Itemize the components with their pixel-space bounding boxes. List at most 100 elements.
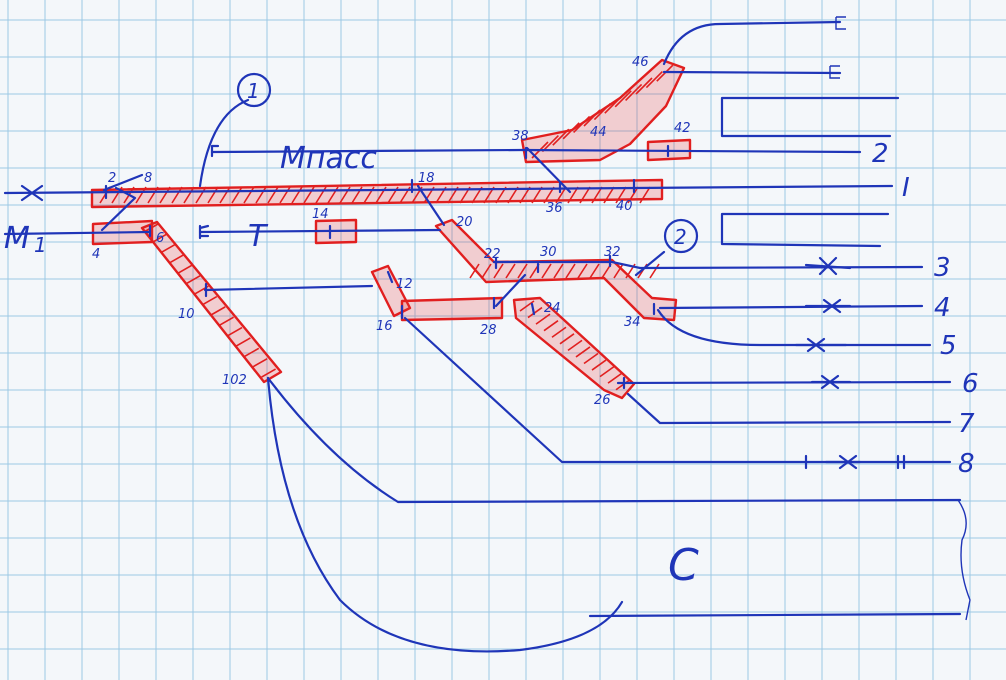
hatch-stroke <box>552 128 570 146</box>
switch-label-32: 32 <box>604 245 621 260</box>
siding-upper <box>720 96 900 138</box>
hatch-stroke <box>517 263 528 279</box>
hatch-stroke <box>243 186 255 204</box>
switch-label-8: 8 <box>144 171 152 186</box>
hatch-stroke <box>579 186 591 204</box>
stub-upper-2 <box>829 65 840 79</box>
track-4 <box>658 304 924 310</box>
hatch-stroke <box>649 263 660 279</box>
hatch-stroke <box>210 306 226 316</box>
track-I <box>3 184 894 195</box>
hatch-stroke <box>160 244 176 254</box>
hatch-stroke <box>551 326 567 338</box>
hatch-stroke <box>645 71 663 89</box>
switch-label-22: 22 <box>484 247 501 262</box>
track-number-I: I <box>902 173 910 203</box>
track-number-8: 8 <box>958 449 975 479</box>
circle-label-2: 2 <box>674 225 687 249</box>
hatch-stroke <box>535 313 551 325</box>
hatch-stroke <box>541 263 552 279</box>
hatch-stroke <box>135 186 147 204</box>
hatch-stroke <box>607 372 623 384</box>
switch-label-46: 46 <box>632 55 649 70</box>
hatch-stroke <box>614 90 632 108</box>
hatch-stroke <box>541 135 559 153</box>
switch-label-16: 16 <box>376 319 393 334</box>
station-label-t: T <box>248 219 269 254</box>
stub-upper-1 <box>835 16 846 30</box>
track-36 <box>525 146 572 194</box>
hatch-stroke <box>493 263 504 279</box>
track-46-lower <box>662 70 842 75</box>
hatch-stroke <box>553 263 564 279</box>
track-10-link <box>203 284 374 292</box>
end-stop-T <box>198 224 210 240</box>
hatch-stroke <box>255 186 267 204</box>
hatch-stroke <box>577 263 588 279</box>
hatch-stroke <box>185 275 201 285</box>
hatch-stroke <box>603 186 615 204</box>
end-stop-Mpass <box>210 144 220 158</box>
track-2 <box>520 148 862 154</box>
hatch-stroke <box>562 122 580 140</box>
track-number-7: 7 <box>958 409 975 439</box>
hatch-stroke <box>567 339 583 352</box>
hatch-stroke <box>656 64 674 82</box>
route-12-16 <box>370 264 412 318</box>
hatch-stroke <box>583 352 599 365</box>
track-46-upper <box>662 20 842 66</box>
switch-label-44: 44 <box>590 125 607 140</box>
switch-label-102: 102 <box>222 373 247 388</box>
switch-label-4: 4 <box>92 247 100 262</box>
track-number-3: 3 <box>934 253 951 283</box>
hatch-stroke <box>219 316 234 326</box>
switch-label-18: 18 <box>418 171 435 186</box>
switch-numbers: 2 8 4 6 10 102 14 12 16 18 20 22 28 24 2… <box>92 55 691 408</box>
hatch-stroke <box>168 254 184 264</box>
track-number-5: 5 <box>940 331 957 361</box>
hatch-stroke <box>635 77 653 95</box>
hatch-stroke <box>615 186 627 204</box>
route-16-28 <box>400 296 504 322</box>
track-22-28 <box>494 273 527 308</box>
track-C-lower <box>588 612 962 618</box>
track-number-6: 6 <box>962 369 979 399</box>
hatch-stroke <box>219 186 231 204</box>
hatch-stroke <box>183 186 195 204</box>
switch-label-30: 30 <box>540 245 557 260</box>
hatch-stroke <box>147 186 159 204</box>
hatch-stroke <box>575 346 591 358</box>
switch-label-26: 26 <box>594 393 611 408</box>
track-18-20 <box>416 184 446 227</box>
circle-label-1: 1 <box>247 79 260 103</box>
station-label-m-sub: 1 <box>34 233 47 257</box>
hatch-stroke <box>177 264 192 275</box>
track-T <box>198 228 442 234</box>
hatch-stroke <box>195 186 207 204</box>
track-6 <box>616 380 952 385</box>
track-C-loop <box>266 376 624 653</box>
hatch-stroke <box>625 83 643 101</box>
switch-label-12: 12 <box>396 277 413 292</box>
route-24-26 <box>512 296 636 400</box>
track-8 <box>403 316 952 464</box>
hatch-stroke <box>231 186 243 204</box>
signal-markers <box>794 263 906 470</box>
hatch-stroke <box>593 103 611 121</box>
track-3 <box>492 260 924 270</box>
hatch-stroke <box>543 320 559 332</box>
hatch-stroke <box>202 295 218 306</box>
hatch-stroke <box>565 263 576 279</box>
hatch-stroke <box>589 263 600 279</box>
hatch-stroke <box>252 357 268 368</box>
crossing-marks <box>20 184 858 470</box>
switch-label-10: 10 <box>178 307 195 322</box>
switch-label-24: 24 <box>544 301 561 316</box>
yard-label-c: C <box>668 540 699 591</box>
hatch-stroke <box>567 186 579 204</box>
track-Mpass <box>210 148 524 154</box>
switch-ticks <box>104 144 670 390</box>
hatch-stroke <box>573 115 591 133</box>
track-M1 <box>3 230 152 236</box>
